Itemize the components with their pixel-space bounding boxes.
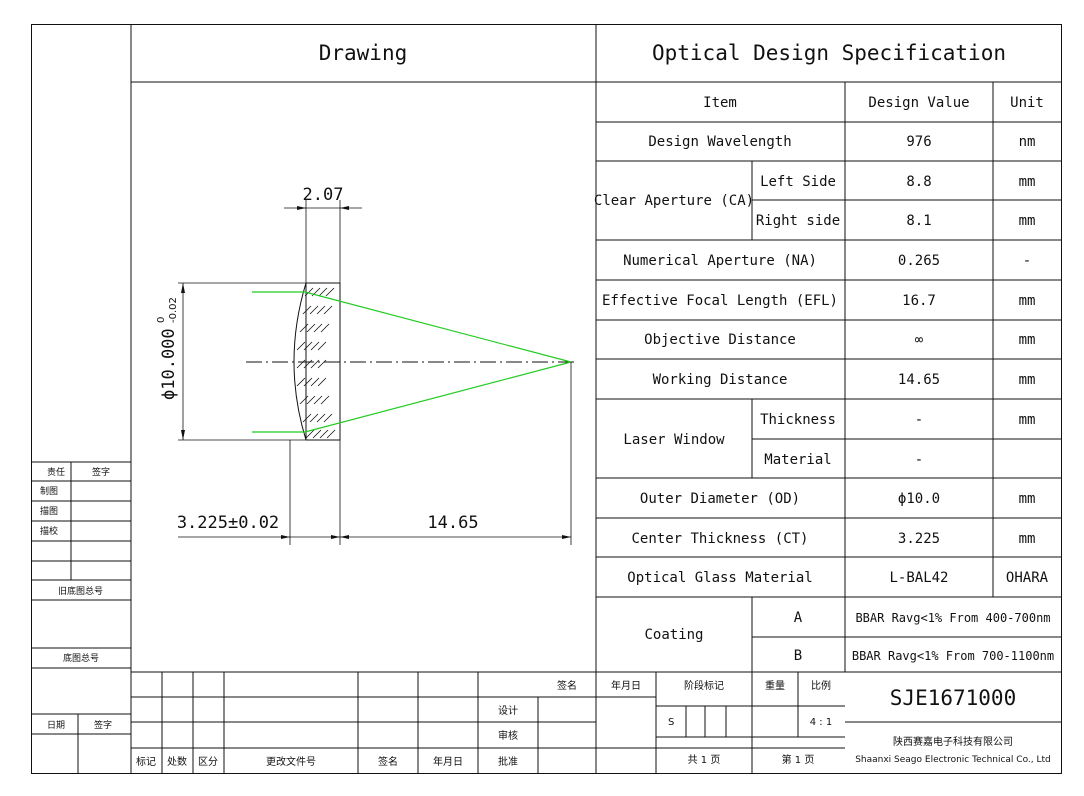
header-item: Item xyxy=(703,95,737,111)
od-value: ϕ10.0 xyxy=(898,491,940,507)
laser-window-thickness-value: - xyxy=(915,412,923,428)
na-unit: - xyxy=(1023,253,1031,269)
scale-value: 4 : 1 xyxy=(810,717,832,728)
label-responsibility: 责任 xyxy=(47,466,65,478)
label-signature: 签字 xyxy=(92,466,110,478)
ct-label: Center Thickness (CT) xyxy=(631,531,808,547)
label-weight: 重量 xyxy=(765,679,785,692)
stage-value: S xyxy=(668,717,674,728)
clear-aperture-right-label: Right side xyxy=(756,213,840,229)
dim-diameter-tol-lower: -0.02 xyxy=(168,297,179,323)
spec-table: Optical Design Specification Item Design… xyxy=(594,24,1061,773)
ray-upper-out xyxy=(304,291,572,363)
label-stage-mark: 阶段标记 xyxy=(684,679,724,692)
rev-header-zone: 区分 xyxy=(198,756,218,768)
na-label: Numerical Aperture (NA) xyxy=(623,253,817,269)
label-base-number: 底图总号 xyxy=(63,652,99,664)
na-value: 0.265 xyxy=(898,253,940,269)
glass-unit: OHARA xyxy=(1006,570,1049,586)
rev-header-count: 处数 xyxy=(167,755,187,768)
dim-center-thickness: 3.225±0.02 xyxy=(177,513,279,533)
label-date: 日期 xyxy=(47,720,65,731)
lens-section xyxy=(246,282,574,441)
coating-a-value: BBAR Ravg<1% From 400-700nm xyxy=(855,611,1050,625)
company-name-en: Shaanxi Seago Electronic Technical Co., … xyxy=(855,755,1051,765)
page-number: 第 1 页 xyxy=(782,753,815,766)
dim-diameter-tol-upper: 0 xyxy=(156,317,167,323)
label-scale: 比例 xyxy=(811,679,831,692)
dim-diameter-value: ϕ10.000 xyxy=(159,328,179,400)
header-unit: Unit xyxy=(1010,95,1044,111)
rev-header-mark: 标记 xyxy=(136,756,156,768)
company-name-cn: 陕西赛嘉电子科技有限公司 xyxy=(893,735,1013,748)
label-signature-2: 签字 xyxy=(94,719,112,731)
laser-window-thickness-unit: mm xyxy=(1019,412,1036,428)
ct-unit: mm xyxy=(1019,531,1036,547)
lens-front-surface xyxy=(293,282,307,441)
rev-header-date: 年月日 xyxy=(433,755,463,768)
coating-label: Coating xyxy=(644,627,703,643)
od-unit: mm xyxy=(1019,491,1036,507)
label-tracing: 描图 xyxy=(40,505,58,517)
efl-label: Effective Focal Length (EFL) xyxy=(602,293,838,309)
clear-aperture-left-unit: mm xyxy=(1019,174,1036,190)
label-approve: 批准 xyxy=(498,755,518,768)
glass-label: Optical Glass Material xyxy=(627,570,812,586)
left-strip: 责任 签字 制图 描图 描校 旧底图总号 底图总号 日期 签字 xyxy=(31,24,132,773)
label-drafting: 制图 xyxy=(40,485,58,497)
glass-value: L-BAL42 xyxy=(889,570,948,586)
dim-working-distance: 14.65 xyxy=(427,513,478,533)
working-distance-label: Working Distance xyxy=(653,372,788,388)
drawing-title: Drawing xyxy=(319,41,408,65)
label-check: 描校 xyxy=(40,525,58,537)
clear-aperture-right-value: 8.1 xyxy=(906,213,931,229)
rev-header-signature: 签名 xyxy=(378,755,398,768)
coating-a-label: A xyxy=(794,610,803,626)
dim-diameter: ϕ10.000 0 -0.02 xyxy=(156,282,306,441)
clear-aperture-label: Clear Aperture (CA) xyxy=(594,193,754,209)
objective-distance-unit: mm xyxy=(1019,332,1036,348)
ray-lower-out xyxy=(304,361,572,433)
laser-window-thickness-label: Thickness xyxy=(760,412,836,428)
sheet-border xyxy=(31,24,1062,774)
rev-header-change-doc: 更改文件号 xyxy=(266,755,316,768)
header-design-value: Design Value xyxy=(868,95,969,111)
objective-distance-value: ∞ xyxy=(915,332,924,348)
clear-aperture-right-unit: mm xyxy=(1019,213,1036,229)
wavelength-label: Design Wavelength xyxy=(648,134,791,150)
wavelength-value: 976 xyxy=(906,134,931,150)
drawing-number: SJE1671000 xyxy=(890,686,1016,710)
efl-unit: mm xyxy=(1019,293,1036,309)
working-distance-unit: mm xyxy=(1019,372,1036,388)
label-old-base-number: 旧底图总号 xyxy=(58,585,103,597)
label-date-col: 年月日 xyxy=(611,679,641,692)
dim-top: 2.07 xyxy=(284,185,362,283)
clear-aperture-left-label: Left Side xyxy=(760,174,836,190)
working-distance-value: 14.65 xyxy=(898,372,940,388)
total-pages: 共 1 页 xyxy=(688,754,721,766)
clear-aperture-left-value: 8.8 xyxy=(906,174,931,190)
title-block: 标记 处数 区分 更改文件号 签名 年月日 批准 设计 审核 签名 年月日 阶段… xyxy=(131,671,1061,773)
dim-bottom: 3.225±0.02 14.65 xyxy=(177,362,572,545)
coating-b-label: B xyxy=(794,648,802,664)
drawing-area: Drawing xyxy=(131,41,596,545)
dim-top-value: 2.07 xyxy=(303,185,344,205)
od-label: Outer Diameter (OD) xyxy=(640,491,800,507)
label-sign: 签名 xyxy=(557,679,577,692)
ct-value: 3.225 xyxy=(898,531,940,547)
laser-window-material-value: - xyxy=(915,452,923,468)
laser-window-label: Laser Window xyxy=(623,432,725,448)
label-review: 审核 xyxy=(498,729,518,742)
wavelength-unit: nm xyxy=(1019,134,1036,150)
lens-hatching xyxy=(296,287,336,439)
coating-b-value: BBAR Ravg<1% From 700-1100nm xyxy=(852,649,1054,663)
spec-title: Optical Design Specification xyxy=(652,41,1006,65)
laser-window-material-label: Material xyxy=(764,452,831,468)
objective-distance-label: Objective Distance xyxy=(644,332,796,348)
label-design: 设计 xyxy=(498,704,518,717)
efl-value: 16.7 xyxy=(902,293,936,309)
